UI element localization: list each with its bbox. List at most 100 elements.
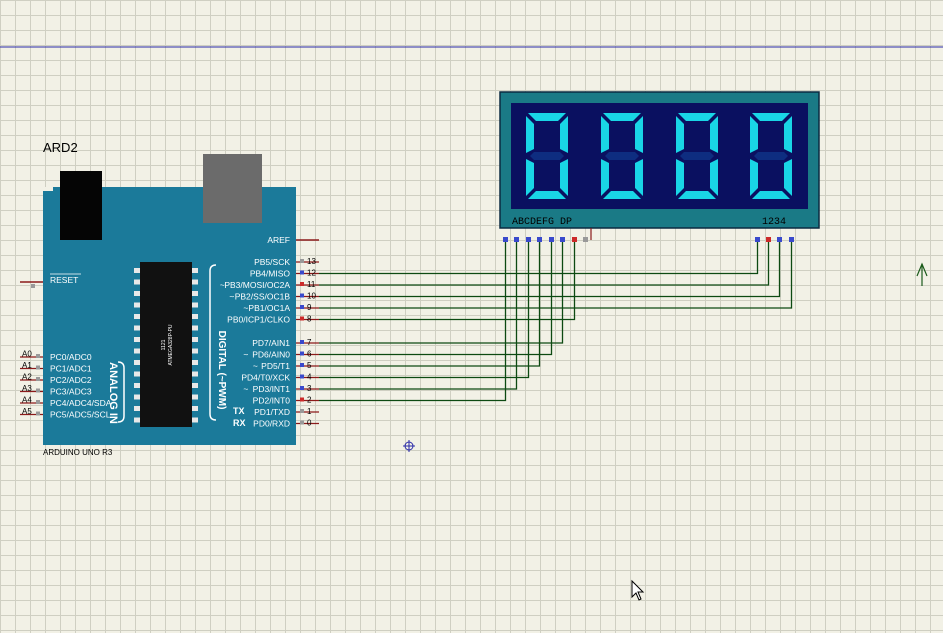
segment-pin[interactable] — [560, 237, 565, 242]
chip-pin — [134, 348, 140, 354]
chip-pin — [192, 325, 198, 331]
pwm-tilde: ~ — [243, 384, 248, 394]
chip-pin — [192, 394, 198, 400]
segment-c — [560, 159, 568, 196]
chip-pin — [192, 337, 198, 342]
voltage-probe-icon[interactable] — [916, 262, 928, 286]
chip-pin — [192, 268, 198, 273]
segment-pin[interactable] — [572, 237, 577, 242]
analog-pin-label: PC1/ADC1 — [50, 364, 92, 374]
digital-bracket — [209, 264, 217, 421]
chip-pin — [192, 291, 198, 296]
digital-pin-marker — [300, 259, 304, 263]
digital-pin-marker — [300, 363, 304, 367]
segment-e — [750, 159, 758, 196]
analog-pin-marker — [36, 365, 40, 370]
digit-pin[interactable] — [789, 237, 794, 242]
digital-pwm-title: DIGITAL (~PWM) — [216, 331, 227, 410]
chip-pin — [134, 291, 140, 296]
analog-pin-marker — [36, 377, 40, 381]
analog-in-title: ANALOG IN — [107, 362, 119, 424]
chip-pin — [134, 279, 140, 285]
wire[interactable] — [319, 242, 793, 309]
wire[interactable] — [319, 242, 518, 390]
digit-pin[interactable] — [766, 237, 771, 242]
digital-pin-marker — [300, 351, 304, 356]
board-notch — [43, 187, 53, 191]
pwm-tilde: ~ — [253, 361, 258, 371]
wire[interactable] — [319, 242, 770, 286]
segment-g — [754, 152, 788, 160]
origin-marker-icon — [403, 440, 415, 452]
chip-label: ATMEGA328P-PU — [168, 324, 174, 365]
digital-pin-marker — [300, 386, 304, 390]
analog-ext-label: A5 — [22, 407, 32, 416]
segment-a — [678, 113, 716, 121]
segment-g — [530, 152, 564, 160]
segment-pin[interactable] — [526, 237, 531, 242]
segment-b — [560, 116, 568, 153]
analog-ext-label: A1 — [22, 361, 32, 370]
usb-connector — [203, 154, 262, 223]
chip-pin — [134, 417, 140, 423]
analog-ext-label: A3 — [22, 384, 32, 393]
wire[interactable] — [319, 242, 507, 402]
segment-pin[interactable] — [514, 237, 519, 242]
digital-pin-number: 12 — [307, 269, 316, 278]
segment-g — [605, 152, 639, 160]
seven-segment-display[interactable]: ABCDEFG DP 1234 — [499, 91, 820, 242]
digital-pin-label: PD0/RXD — [253, 419, 290, 429]
wire[interactable] — [319, 242, 781, 298]
segment-c — [635, 159, 643, 196]
digital-pin-label: PD2/INT0 — [253, 396, 291, 406]
analog-pin-label: PC4/ADC4/SDA — [50, 398, 112, 408]
atmega-chip — [140, 262, 192, 427]
aref-label: AREF — [267, 235, 290, 245]
pwm-tilde: ~ — [243, 303, 248, 313]
segment-pin-labels: ABCDEFG DP — [512, 217, 572, 228]
segment-pin[interactable] — [583, 237, 588, 242]
digital-pin-marker — [300, 340, 304, 344]
digit-pin[interactable] — [755, 237, 760, 242]
digital-pin-marker — [300, 397, 304, 402]
segment-pin[interactable] — [503, 237, 508, 242]
digital-pin-marker — [300, 282, 304, 286]
segment-e — [526, 159, 534, 196]
segment-d — [603, 191, 641, 199]
reset-pin-marker — [31, 284, 35, 288]
digital-pin-label: PB5/SCK — [254, 257, 290, 267]
display-digit — [526, 113, 568, 199]
wire[interactable] — [319, 242, 553, 356]
segment-f — [526, 116, 534, 153]
digital-pin-number: 3 — [307, 384, 312, 393]
wire[interactable] — [319, 242, 576, 321]
digit-pin[interactable] — [777, 237, 782, 242]
analog-ext-label: A2 — [22, 373, 32, 382]
segment-a — [528, 113, 566, 121]
chip-number: 1121 — [161, 339, 167, 350]
segment-pin[interactable] — [537, 237, 542, 242]
chip-pin — [134, 383, 140, 388]
segment-d — [528, 191, 566, 199]
wire[interactable] — [319, 242, 564, 344]
digital-pins: 13PB5/SCK12PB4/MISO11PB3/MOSI/OC2A~10PB2… — [220, 257, 319, 429]
chip-pin — [134, 360, 140, 365]
digital-pin-marker — [300, 374, 304, 379]
wire-net[interactable] — [319, 242, 793, 402]
pwm-tilde: ~ — [220, 280, 225, 290]
wire[interactable] — [319, 242, 759, 275]
chip-pin — [192, 371, 198, 377]
digital-pin-label: PD1/TXD — [254, 407, 290, 417]
pwm-tilde: ~ — [243, 350, 248, 360]
digital-pin-number: 11 — [307, 280, 316, 289]
reset-label: RESET — [50, 275, 78, 285]
display-digits — [526, 113, 792, 199]
digital-pin-label: PB0/ICP1/CLKO — [227, 315, 290, 325]
digital-pin-marker — [300, 420, 304, 425]
digital-pin-number: 2 — [307, 396, 312, 405]
segment-pin[interactable] — [549, 237, 554, 242]
arduino-uno-component[interactable]: ARD2 1121 ATMEGA328P-PU ANALOG IN DIGITA… — [20, 140, 319, 457]
wire[interactable] — [319, 242, 530, 379]
wire[interactable] — [319, 242, 541, 367]
